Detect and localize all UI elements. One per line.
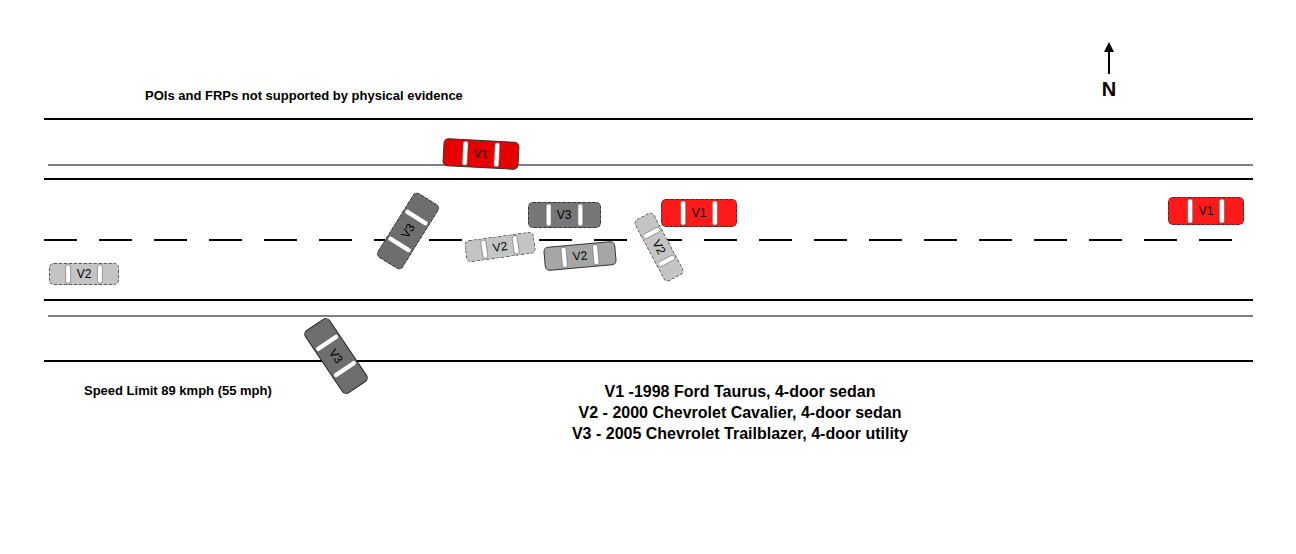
- windshield: [512, 236, 519, 255]
- vehicle-label: V3: [326, 346, 346, 366]
- note-text: POIs and FRPs not supported by physical …: [145, 88, 463, 104]
- windshield: [712, 201, 717, 225]
- north-arrow: [1108, 50, 1110, 74]
- north-label: N: [1102, 78, 1116, 101]
- vehicle-shape: V3: [528, 202, 601, 228]
- vehicle-label: V2: [77, 267, 92, 281]
- vehicle-shape: V3: [375, 191, 441, 271]
- vehicle-label: V1: [1199, 204, 1214, 218]
- vehicle-shape: V3: [302, 316, 369, 396]
- lane-edge: [44, 299, 1253, 301]
- vehicle-key: V1 -1998 Ford Taurus, 4-door sedan: [605, 382, 876, 401]
- windshield: [592, 244, 599, 264]
- speed-limit-note: Speed Limit 89 kmph (55 mph): [84, 383, 272, 399]
- windshield: [481, 240, 488, 259]
- road-edge: [44, 360, 1253, 362]
- windshield: [561, 247, 568, 267]
- vehicle-shape: V1: [1168, 197, 1244, 225]
- windshield: [577, 204, 582, 226]
- lane-edge: [44, 178, 1253, 180]
- vehicle-label: V3: [398, 221, 418, 241]
- road-edge: [44, 118, 1253, 120]
- vehicle-shape: V2: [543, 241, 617, 271]
- vehicle-shape: V2: [464, 231, 536, 263]
- shoulder-line: [48, 165, 1253, 166]
- windshield: [1219, 199, 1224, 223]
- windshield: [66, 265, 71, 283]
- windshield: [681, 201, 686, 225]
- vehicle-label: V1: [473, 147, 488, 162]
- windshield: [462, 141, 468, 165]
- windshield: [657, 255, 675, 268]
- vehicle-shape: V1: [661, 199, 737, 227]
- vehicle-key: V2 - 2000 Chevrolet Cavalier, 4-door sed…: [579, 403, 902, 422]
- vehicle-label: V2: [572, 248, 588, 263]
- vehicle-label: V1: [692, 206, 707, 220]
- windshield: [97, 265, 102, 283]
- windshield: [1188, 199, 1193, 223]
- vehicle-key: V3 - 2005 Chevrolet Trailblazer, 4-door …: [572, 424, 908, 443]
- windshield: [546, 204, 551, 226]
- vehicle-label: V3: [557, 208, 572, 222]
- windshield: [494, 143, 500, 167]
- vehicle-label: V2: [492, 239, 508, 255]
- vehicle-shape: V1: [442, 138, 519, 170]
- shoulder-line: [48, 316, 1253, 317]
- vehicle-label: V2: [649, 237, 668, 257]
- windshield: [642, 227, 660, 240]
- vehicle-shape: V2: [49, 263, 119, 285]
- north-arrowhead: [1104, 42, 1114, 52]
